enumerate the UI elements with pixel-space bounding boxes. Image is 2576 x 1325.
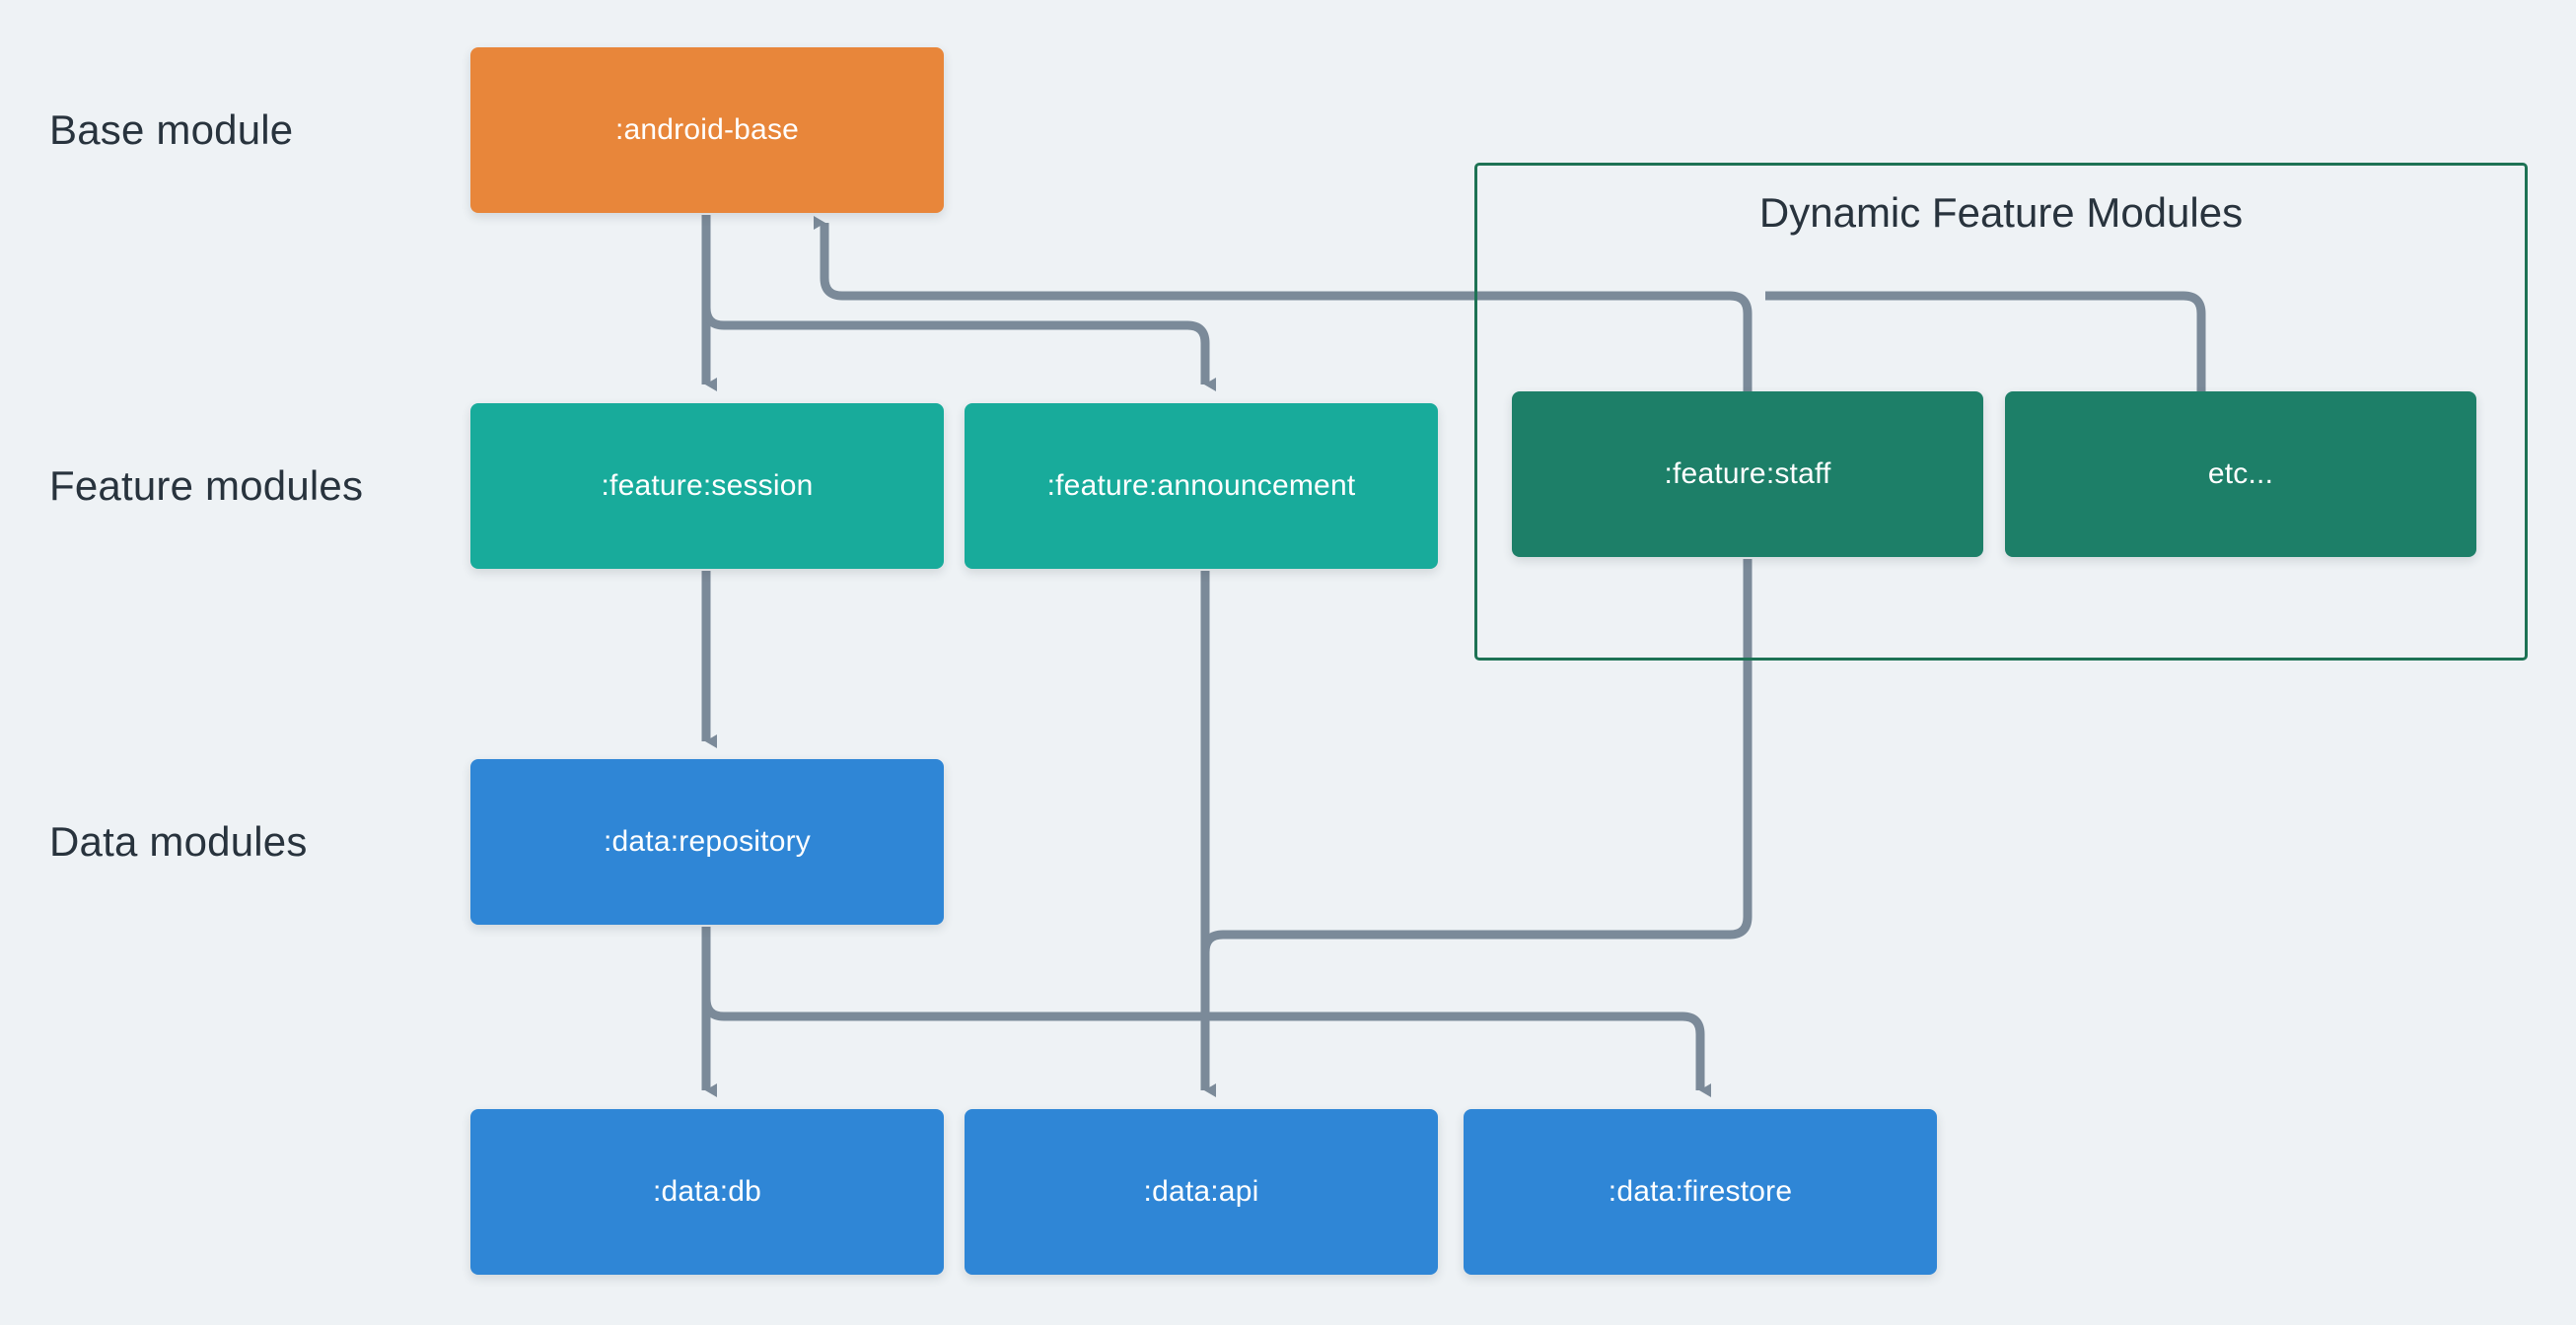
dynamic-feature-modules-title: Dynamic Feature Modules (1758, 189, 2244, 236)
edge-base-to-announcement (701, 215, 1216, 391)
row-label-base-module: Base module (49, 106, 294, 153)
node-feature-session[interactable]: :feature:session (470, 403, 944, 569)
node-android-base[interactable]: :android-base (470, 47, 944, 213)
dynamic-feature-modules-group (1474, 163, 2528, 661)
row-label-feature-modules: Feature modules (49, 462, 364, 509)
edge-repository-to-firestore (701, 927, 1711, 1097)
node-feature-staff[interactable]: :feature:staff (1512, 391, 1983, 557)
node-data-api[interactable]: :data:api (965, 1109, 1438, 1275)
node-etc[interactable]: etc... (2005, 391, 2476, 557)
node-data-firestore[interactable]: :data:firestore (1464, 1109, 1937, 1275)
row-label-data-modules: Data modules (49, 818, 308, 865)
node-data-db[interactable]: :data:db (470, 1109, 944, 1275)
node-data-repository[interactable]: :data:repository (470, 759, 944, 925)
node-feature-announcement[interactable]: :feature:announcement (965, 403, 1438, 569)
